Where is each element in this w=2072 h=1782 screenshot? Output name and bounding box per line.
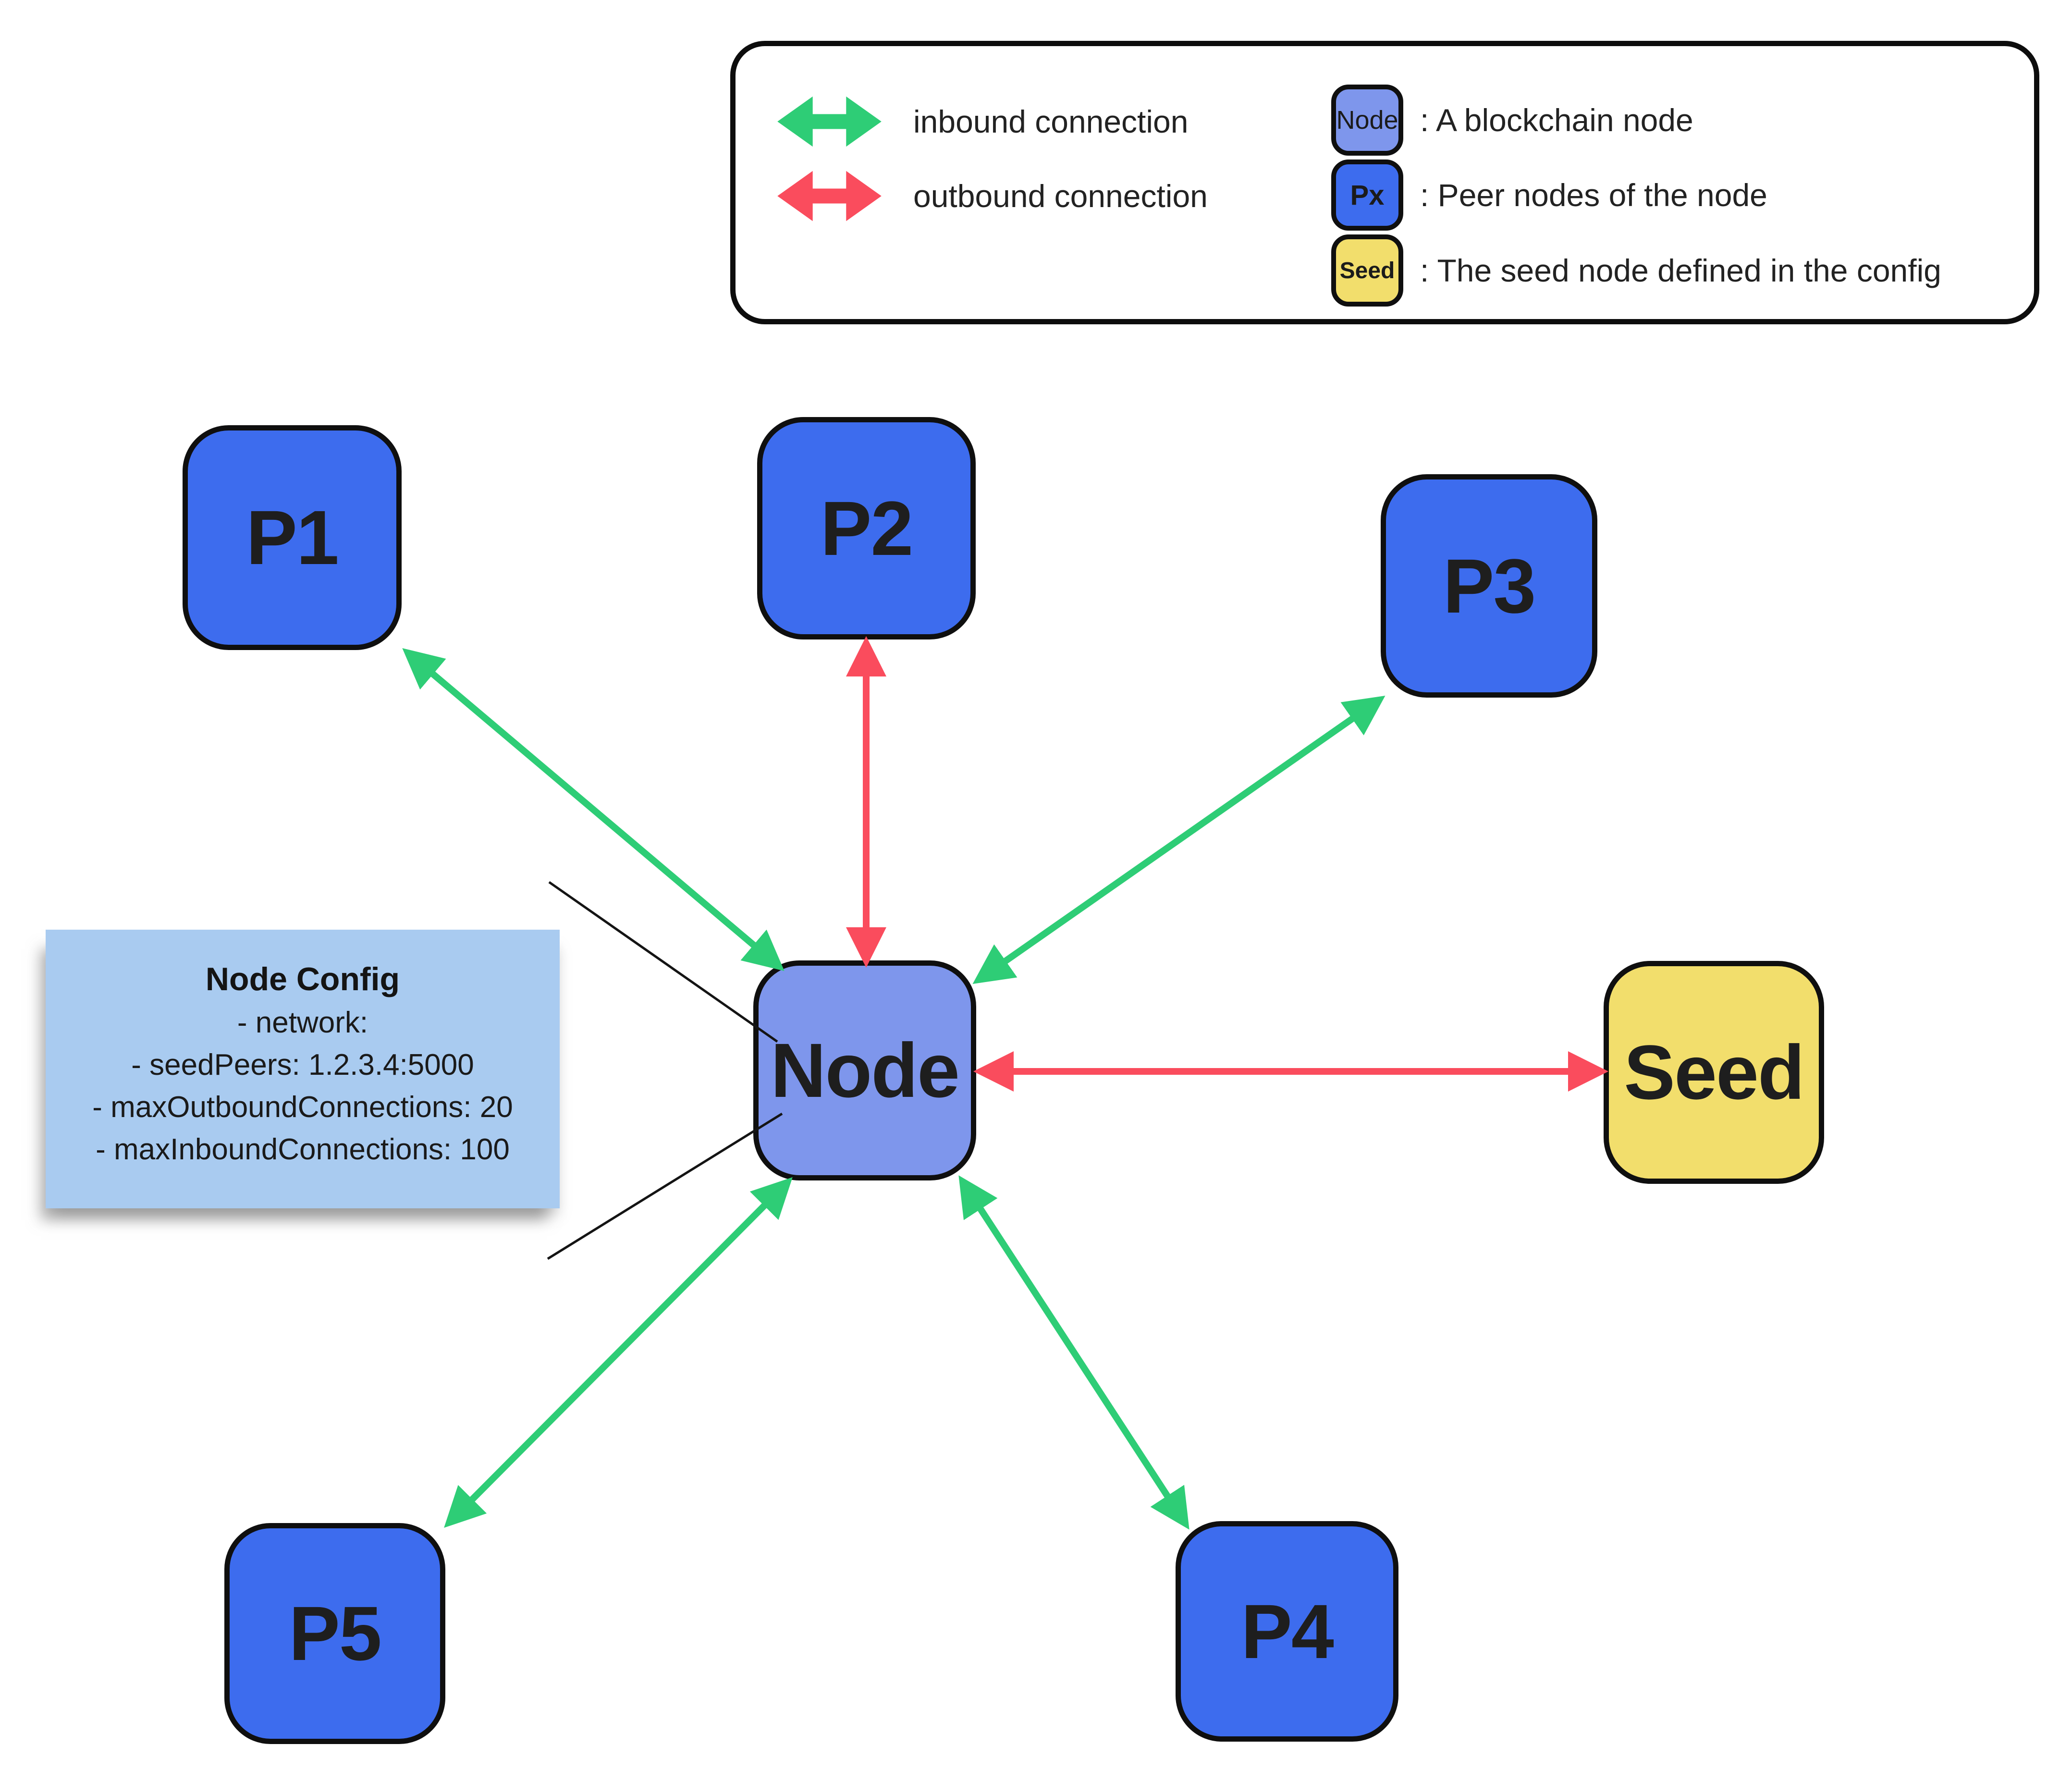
note-line-maxoutbound: - maxOutboundConnections: 20 (92, 1091, 513, 1124)
legend-node-desc: : A blockchain node (1420, 102, 1693, 138)
legend-px-chip: Px (1331, 160, 1403, 231)
edge-p1-node-inbound (402, 648, 785, 971)
peer-node-p1: P1 (183, 425, 402, 650)
legend-outbound-label: outbound connection (913, 178, 1208, 214)
inbound-connection-icon (777, 96, 882, 147)
outbound-connection-icon (777, 171, 882, 221)
peer-node-p4: P4 (1176, 1521, 1398, 1742)
note-callout-line-bottom (547, 1112, 783, 1260)
peer-node-p2: P2 (757, 417, 976, 639)
note-line-maxinbound: - maxInboundConnections: 100 (96, 1133, 510, 1166)
peer-node-p5: P5 (224, 1523, 445, 1744)
legend-box: inbound connection outbound connection N… (730, 41, 2039, 324)
legend-inbound-label: inbound connection (913, 104, 1189, 139)
legend-seed-chip: Seed (1331, 234, 1403, 307)
edge-node-p4-inbound (958, 1175, 1189, 1530)
edge-node-p5-inbound (444, 1177, 793, 1528)
edge-p3-node-inbound (972, 695, 1385, 984)
legend-px-desc: : Peer nodes of the node (1420, 177, 1767, 213)
seed-node: Seed (1604, 961, 1824, 1184)
legend-seed-desc: : The seed node defined in the config (1420, 253, 1941, 288)
note-line-seedpeers: - seedPeers: 1.2.3.4:5000 (131, 1048, 474, 1081)
peer-node-p3: P3 (1381, 474, 1597, 698)
legend-node-chip: Node (1331, 85, 1403, 156)
central-node: Node (753, 960, 976, 1180)
note-title: Node Config (205, 961, 400, 997)
note-callout-line-top (548, 881, 778, 1043)
node-config-note: Node Config - network: - seedPeers: 1.2.… (46, 930, 560, 1208)
note-line-network: - network: (237, 1006, 368, 1039)
